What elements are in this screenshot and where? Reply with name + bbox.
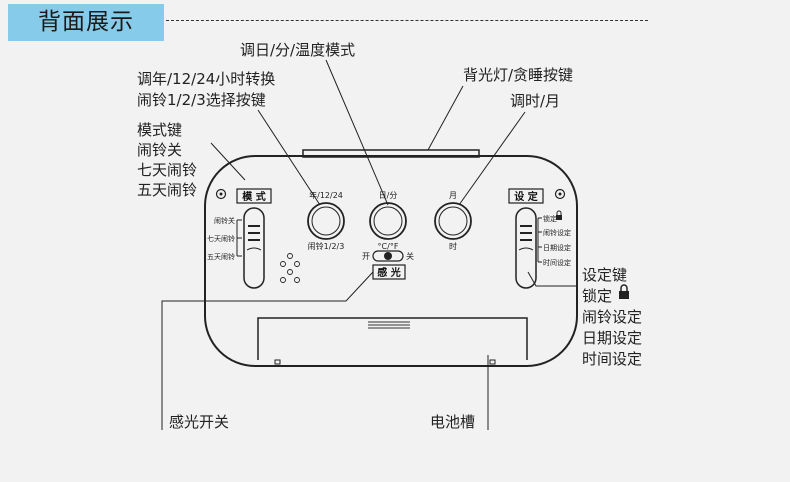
- setting-position-label: 锁定: [543, 214, 557, 223]
- callout-setting-item: 日期设定: [582, 329, 642, 347]
- callout-setting-item: 时间设定: [582, 350, 642, 368]
- leader-line: [257, 109, 321, 206]
- leader-line: [427, 85, 464, 151]
- lock-icon: [556, 210, 562, 220]
- mode-switch[interactable]: [243, 207, 265, 289]
- setting-position-label: 日期设定: [543, 243, 571, 252]
- setting-switch[interactable]: [515, 207, 537, 289]
- knob-day-inner: [373, 206, 403, 236]
- mode-box: [236, 188, 272, 204]
- mode-position-label: 七天闹铃: [207, 234, 235, 243]
- leader-line: [325, 59, 389, 206]
- lock-icon: [619, 284, 629, 299]
- leader-line: [458, 111, 526, 206]
- sensor-switch-off: 关: [406, 251, 414, 261]
- screw-icon: [554, 188, 566, 200]
- callout-top-center: 调日/分/温度模式: [240, 41, 355, 59]
- sensor-switch-knob: [384, 252, 392, 260]
- mode-box-label: 模 式: [242, 190, 265, 203]
- setting-box: [508, 188, 544, 204]
- knob-month-top-label: 月: [449, 191, 457, 200]
- knob-year-inner: [311, 206, 341, 236]
- knob-day[interactable]: [369, 202, 407, 240]
- knob-day-top-label: 日/分: [379, 191, 398, 200]
- speaker-hole: [294, 261, 300, 267]
- header-title: 背面展示: [38, 9, 134, 35]
- foot: [489, 359, 496, 365]
- sensor-box-label: 感 光: [377, 266, 400, 279]
- leader-line: [210, 142, 246, 181]
- device-body: [204, 155, 578, 367]
- callout-left-top-2: 闹铃1/2/3选择按键: [137, 91, 266, 109]
- callout-mode-key: 模式键: [137, 121, 182, 139]
- callout-mode-item: 七天闹铃: [137, 161, 197, 179]
- knob-month-bottom-label: 时: [449, 241, 457, 251]
- mode-position-label: 闹铃关: [214, 216, 235, 225]
- speaker-hole: [280, 277, 286, 283]
- screw-icon: [215, 188, 227, 200]
- callout-sensor-switch: 感光开关: [169, 413, 229, 431]
- setting-position-label: 时间设定: [543, 258, 571, 267]
- mode-position-label: 五天闹铃: [207, 252, 235, 261]
- screw-icon: [558, 192, 562, 196]
- callout-setting-item: 锁定: [582, 287, 612, 305]
- callout-mode-item: 五天闹铃: [137, 181, 197, 199]
- callout-left-top-1: 调年/12/24小时转换: [137, 70, 275, 88]
- callout-right-top-1: 背光灯/贪睡按键: [463, 66, 573, 84]
- snooze-bar: [302, 149, 480, 158]
- callout-right-top-2: 调时/月: [510, 92, 560, 110]
- speaker-hole: [287, 253, 293, 259]
- knob-year-top-label: 年/12/24: [309, 190, 343, 200]
- callout-setting-item: 闹铃设定: [582, 308, 642, 326]
- header-divider: [166, 20, 648, 21]
- knob-month[interactable]: [434, 202, 472, 240]
- setting-box-label: 设 定: [514, 190, 537, 203]
- header-tab: 背面展示: [8, 4, 164, 41]
- screw-icon: [219, 192, 223, 196]
- foot: [274, 359, 281, 365]
- leader-line: [161, 271, 374, 430]
- speaker-hole: [287, 269, 293, 275]
- speaker-hole: [280, 261, 286, 267]
- sensor-switch[interactable]: [372, 250, 404, 262]
- mode-switch-edge: [246, 247, 262, 251]
- callout-battery: 电池槽: [430, 413, 475, 431]
- leader-line: [527, 271, 578, 287]
- knob-year-bottom-label: 闹铃1/2/3: [308, 241, 345, 251]
- setting-position-label: 闹铃设定: [543, 228, 571, 237]
- knob-year[interactable]: [307, 202, 345, 240]
- knob-month-inner: [438, 206, 468, 236]
- speaker-hole: [294, 277, 300, 283]
- sensor-switch-on: 开: [362, 252, 370, 261]
- callout-setting-key: 设定键: [582, 266, 627, 284]
- battery-cover: [257, 317, 528, 360]
- knob-day-bottom-label: °C/°F: [378, 242, 399, 251]
- setting-switch-edge: [518, 247, 534, 251]
- callout-mode-item: 闹铃关: [137, 141, 182, 159]
